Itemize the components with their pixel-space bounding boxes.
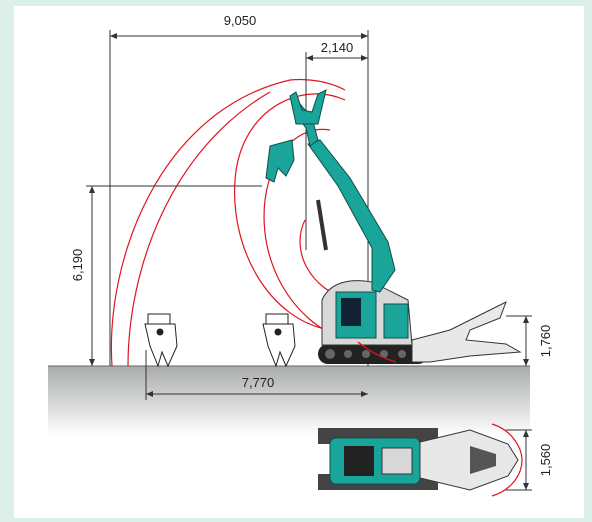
- ground-section: [48, 366, 530, 436]
- middle-reach-arc: [127, 91, 271, 367]
- boom-cylinder: [316, 199, 328, 251]
- dimension-lines: [86, 30, 532, 491]
- crusher-attachment-raised: [265, 89, 327, 183]
- front-blade-attachment: [411, 300, 522, 363]
- excavator-side-view: [265, 89, 522, 364]
- working-range-arcs: [110, 78, 351, 367]
- excavator-top-view: [318, 423, 523, 497]
- min-radius-label: 2,140: [321, 40, 354, 55]
- crawler-track: [318, 344, 428, 364]
- boom-pivot-height-label: 1,760: [538, 325, 553, 358]
- ground-crusher-left: [144, 313, 178, 368]
- dimension-arrowheads: [89, 33, 529, 490]
- top-crusher: [419, 429, 519, 491]
- ground-reach-label: 7,770: [242, 375, 275, 390]
- ground-crusher-right: [262, 313, 296, 368]
- crusher-width-label: 1,560: [538, 444, 553, 477]
- outer-reach-arc: [110, 78, 346, 367]
- inner-reach-arc-2: [263, 128, 346, 341]
- counterweight: [383, 303, 409, 339]
- cab-window: [341, 298, 361, 326]
- max-reach-label: 9,050: [224, 13, 257, 28]
- inner-reach-arc-1: [233, 93, 346, 331]
- max-height-label: 6,190: [70, 249, 85, 282]
